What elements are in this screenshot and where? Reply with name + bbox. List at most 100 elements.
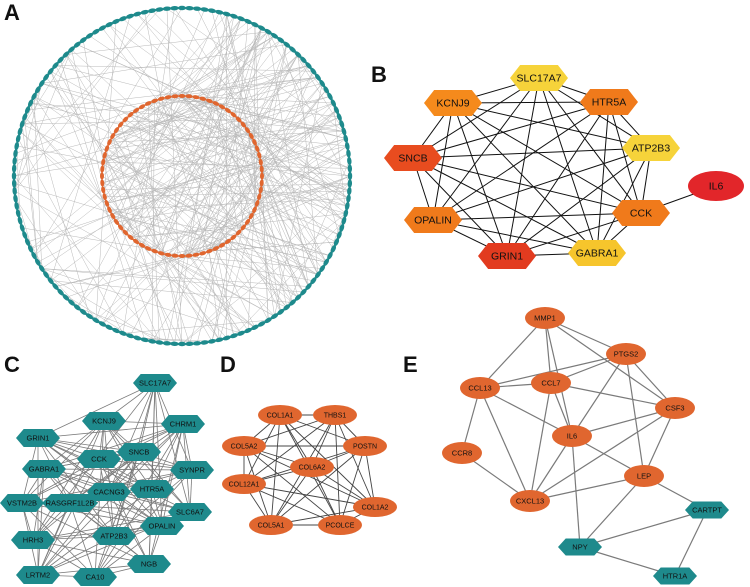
gene-node	[218, 104, 226, 110]
node-ngb	[127, 555, 171, 573]
gene-node	[185, 5, 194, 11]
node-label-ngb: NGB	[141, 560, 157, 569]
gene-node	[155, 7, 164, 12]
node-label-col12a1: COL12A1	[229, 481, 260, 488]
edge	[24, 116, 39, 263]
edge	[30, 102, 121, 125]
node-ccl7	[531, 372, 571, 394]
edge	[189, 135, 252, 344]
gene-node	[346, 194, 351, 203]
edge	[161, 175, 351, 254]
gene-node	[310, 277, 317, 285]
gene-node	[164, 95, 172, 100]
edge	[33, 96, 234, 238]
edge	[412, 147, 652, 159]
edge	[259, 155, 319, 275]
edge	[188, 96, 334, 104]
edge	[55, 245, 223, 287]
gene-node	[177, 341, 187, 347]
gene-node	[314, 73, 321, 81]
edge	[432, 102, 454, 221]
edge	[181, 95, 350, 169]
edge	[544, 317, 676, 409]
gene-node	[118, 330, 127, 336]
node-label-thbs1: THBS1	[324, 412, 347, 419]
edge	[21, 420, 105, 504]
edge	[50, 71, 160, 343]
gene-node	[113, 218, 120, 226]
edge	[412, 157, 642, 214]
edge	[102, 100, 155, 170]
edge	[30, 102, 344, 132]
node-label-kcnj9: KCNJ9	[436, 98, 469, 110]
edge	[215, 248, 235, 336]
edge	[103, 119, 239, 163]
gene-node	[101, 158, 106, 166]
gene-node	[215, 9, 224, 15]
edge	[122, 319, 269, 334]
edge	[148, 100, 210, 104]
gene-node	[57, 288, 64, 296]
edge	[174, 96, 261, 163]
gene-node	[258, 158, 263, 166]
node-label-chrm1: CHRM1	[170, 420, 197, 429]
node-cartpt	[685, 501, 729, 519]
node-label-ptgs2: PTGS2	[614, 350, 639, 359]
gene-node	[229, 333, 238, 339]
edge	[215, 103, 239, 233]
node-label-il6: IL6	[709, 181, 724, 193]
gene-node	[294, 294, 302, 301]
gene-node	[259, 165, 264, 173]
node-atp2b3	[622, 135, 680, 161]
edge	[16, 145, 104, 163]
node-gabra1	[568, 240, 626, 266]
edge	[506, 77, 540, 257]
node-col5a1	[249, 515, 293, 535]
gene-node	[98, 321, 107, 327]
gene-node	[170, 5, 179, 11]
gene-node	[102, 193, 107, 201]
edge	[243, 153, 349, 228]
gene-node	[270, 313, 279, 320]
gene-node	[283, 304, 291, 311]
edge	[130, 114, 258, 149]
gene-node	[207, 339, 217, 344]
gene-node	[162, 341, 172, 346]
edge	[506, 147, 652, 257]
edge	[106, 124, 244, 204]
gene-node	[230, 234, 237, 241]
gene-node	[339, 120, 345, 129]
node-kcnj9	[82, 412, 126, 430]
edge	[292, 49, 334, 104]
edge	[37, 437, 163, 527]
edge	[120, 124, 190, 344]
node-label-il6: IL6	[567, 432, 577, 441]
gene-node	[112, 327, 120, 334]
node-pcolce	[318, 515, 362, 535]
gene-node	[222, 11, 231, 17]
node-grin1	[16, 429, 60, 447]
node-label-gabra1: GABRA1	[29, 465, 59, 474]
edge	[65, 241, 228, 298]
edge	[104, 190, 350, 197]
panel-letter-c: C	[4, 352, 20, 377]
edge	[227, 241, 299, 298]
edge	[130, 227, 244, 238]
gene-node	[92, 28, 100, 35]
edge	[174, 8, 334, 250]
node-col6a2	[290, 457, 334, 477]
node-hrh3	[11, 531, 55, 549]
gene-node	[212, 246, 220, 251]
gene-node	[224, 107, 232, 114]
edge	[103, 420, 191, 513]
gene-node	[192, 95, 200, 100]
edge	[104, 96, 190, 197]
gene-node	[31, 92, 37, 101]
edge	[30, 100, 210, 250]
edge	[102, 102, 334, 184]
edge	[109, 209, 203, 254]
gene-node	[151, 248, 159, 254]
edge	[21, 502, 150, 565]
edge	[32, 539, 150, 565]
gene-node	[162, 6, 172, 11]
